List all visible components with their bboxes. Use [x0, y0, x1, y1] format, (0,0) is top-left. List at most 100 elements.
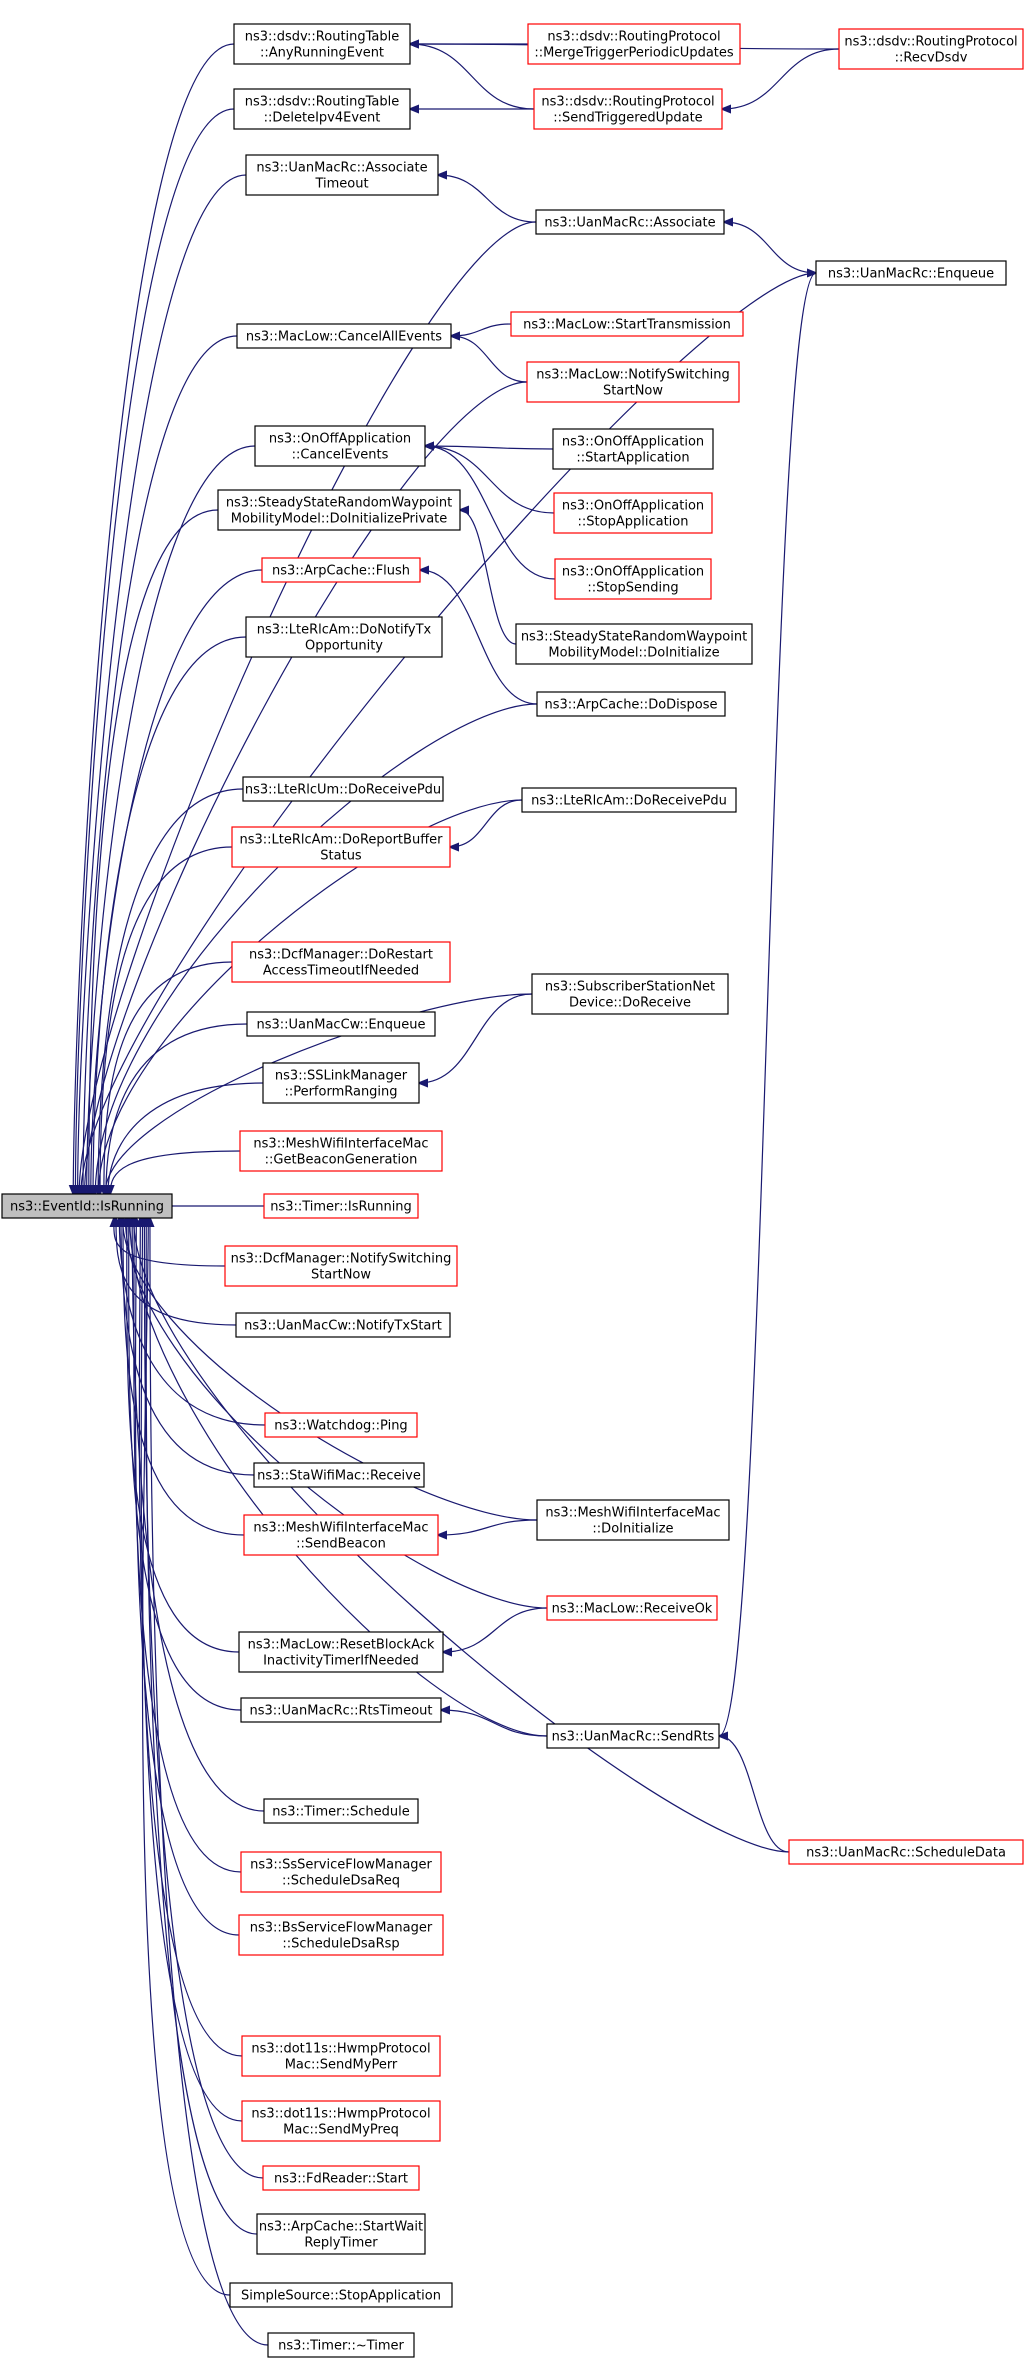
node-bsf-dsarsp[interactable]: ns3::BsServiceFlowManager::ScheduleDsaRs… — [238, 1914, 444, 1956]
node-label: ::GetBeaconGeneration — [265, 1153, 418, 1168]
node-box — [521, 787, 737, 813]
node-mesh-sendbeacon[interactable]: ns3::MeshWifiInterfaceMac::SendBeacon — [243, 1514, 439, 1556]
node-rc-assoc[interactable]: ns3::UanMacRc::Associate — [535, 209, 725, 235]
node-ss-init[interactable]: ns3::SteadyStateRandomWaypointMobilityMo… — [515, 623, 753, 665]
node-box — [231, 941, 451, 983]
node-dcf-restart[interactable]: ns3::DcfManager::DoRestartAccessTimeoutI… — [231, 941, 451, 983]
node-simple-stop[interactable]: SimpleSource::StopApplication — [229, 2282, 453, 2308]
node-box — [510, 311, 744, 337]
node-sta-recv[interactable]: ns3::StaWifiMac::Receive — [253, 1462, 425, 1488]
node-label: ns3::dot11s::HwmpProtocol — [251, 2107, 430, 2122]
node-label: ns3::ArpCache::DoDispose — [544, 698, 717, 713]
node-oo-stopsend[interactable]: ns3::OnOffApplication::StopSending — [554, 558, 712, 600]
node-arp-dispose[interactable]: ns3::ArpCache::DoDispose — [536, 691, 726, 717]
node-label: ns3::dsdv::RoutingTable — [245, 95, 400, 110]
node-rc-enqueue[interactable]: ns3::UanMacRc::Enqueue — [815, 260, 1007, 286]
node-box — [788, 1839, 1024, 1865]
edge-am_report-to-root — [100, 846, 233, 1194]
node-label: ::ScheduleDsaRsp — [282, 1937, 399, 1952]
node-um-recv[interactable]: ns3::LteRlcUm::DoReceivePdu — [242, 776, 444, 802]
node-ml-recvok[interactable]: ns3::MacLow::ReceiveOk — [546, 1595, 718, 1621]
node-mesh-beacongen[interactable]: ns3::MeshWifiInterfaceMac::GetBeaconGene… — [239, 1130, 443, 1172]
node-label: ::SendTriggeredUpdate — [553, 111, 702, 126]
edge-ml_reset-to-root — [127, 1218, 240, 1653]
node-ssf-dsareq[interactable]: ns3::SsServiceFlowManager::ScheduleDsaRe… — [240, 1851, 442, 1893]
node-arp-flush[interactable]: ns3::ArpCache::Flush — [261, 557, 421, 583]
node-rt-del[interactable]: ns3::dsdv::RoutingTable::DeleteIpv4Event — [233, 88, 411, 130]
node-ml-cancel[interactable]: ns3::MacLow::CancelAllEvents — [236, 323, 452, 349]
node-label: ns3::MacLow::StartTransmission — [523, 318, 731, 333]
node-cw-enqueue[interactable]: ns3::UanMacCw::Enqueue — [246, 1011, 436, 1037]
node-rc-sendrts[interactable]: ns3::UanMacRc::SendRts — [546, 1723, 720, 1749]
node-oo-stop[interactable]: ns3::OnOffApplication::StopApplication — [553, 492, 713, 534]
node-rp-merge[interactable]: ns3::dsdv::RoutingProtocol::MergeTrigger… — [527, 23, 741, 65]
node-label: ::MergeTriggerPeriodicUpdates — [534, 46, 734, 61]
node-box — [256, 2213, 426, 2255]
edge-timer_sched-to-root — [132, 1218, 265, 1812]
node-am-recv[interactable]: ns3::LteRlcAm::DoReceivePdu — [521, 787, 737, 813]
node-label: ns3::MacLow::CancelAllEvents — [246, 330, 442, 345]
node-rc-scheddata[interactable]: ns3::UanMacRc::ScheduleData — [788, 1839, 1024, 1865]
node-label: ns3::FdReader::Start — [274, 2172, 408, 2187]
edge-rt_any-to-root — [73, 43, 235, 1194]
node-rt-any[interactable]: ns3::dsdv::RoutingTable::AnyRunningEvent — [233, 23, 411, 65]
node-box — [554, 558, 712, 600]
node-rp-send[interactable]: ns3::dsdv::RoutingProtocol::SendTriggere… — [533, 88, 723, 130]
node-oo-start[interactable]: ns3::OnOffApplication::StartApplication — [552, 428, 714, 470]
edge-cw_enqueue-to-root — [106, 1023, 248, 1194]
node-ssnd-recv[interactable]: ns3::SubscriberStationNetDevice::DoRecei… — [531, 973, 729, 1015]
edge-fd_start-to-root — [144, 1218, 264, 2179]
node-box — [261, 557, 421, 583]
node-cw-notify[interactable]: ns3::UanMacCw::NotifyTxStart — [235, 1312, 451, 1338]
node-box — [838, 28, 1024, 70]
node-label: ::StopSending — [587, 581, 678, 596]
node-wd-ping[interactable]: ns3::Watchdog::Ping — [264, 1412, 418, 1438]
node-box — [243, 1514, 439, 1556]
node-rp-recv[interactable]: ns3::dsdv::RoutingProtocol::RecvDsdv — [838, 28, 1024, 70]
edge-rc_assoc_to-to-root — [78, 174, 247, 1194]
node-box — [245, 616, 443, 658]
node-timer-sched[interactable]: ns3::Timer::Schedule — [263, 1798, 419, 1824]
edge-oo_stop-to-oo_cancel — [425, 446, 555, 514]
node-label: ns3::MacLow::ResetBlockAck — [248, 1638, 435, 1653]
edge-ml_recvok-to-ml_reset — [443, 1607, 548, 1652]
node-timer-dtor[interactable]: ns3::Timer::~Timer — [267, 2332, 415, 2358]
node-label: ns3::dsdv::RoutingProtocol — [844, 35, 1017, 50]
node-ss-priv[interactable]: ns3::SteadyStateRandomWaypointMobilityMo… — [217, 489, 461, 531]
node-fd-start[interactable]: ns3::FdReader::Start — [262, 2165, 420, 2191]
edge-simple_stop-to-root — [141, 1218, 231, 2296]
node-label: Mac::SendMyPreq — [283, 2123, 399, 2138]
node-ssl-ranging[interactable]: ns3::SSLinkManager::PerformRanging — [262, 1062, 420, 1104]
edge-rc_scheddata-to-rc_sendrts — [719, 1736, 790, 1853]
node-label: StartNow — [603, 384, 663, 399]
edge-mesh_init-to-mesh_sendbeacon — [438, 1519, 538, 1535]
node-label: StartNow — [311, 1268, 371, 1283]
edge-rc_enqueue-to-rc_assoc — [724, 222, 817, 274]
node-label: ns3::SteadyStateRandomWaypoint — [226, 496, 452, 511]
node-label: ns3::LteRlcUm::DoReceivePdu — [245, 783, 441, 798]
node-label: ns3::SteadyStateRandomWaypoint — [521, 630, 747, 645]
node-ml-starttx[interactable]: ns3::MacLow::StartTransmission — [510, 311, 744, 337]
node-ml-reset[interactable]: ns3::MacLow::ResetBlockAckInactivityTime… — [238, 1631, 444, 1673]
node-root: ns3::EventId::IsRunning — [1, 1193, 173, 1219]
node-rc-rtstimeout[interactable]: ns3::UanMacRc::RtsTimeout — [240, 1697, 442, 1723]
edge-hwmp_preq-to-root — [141, 1218, 243, 2122]
edge-ss_priv-to-root — [89, 509, 219, 1194]
edge-um_recv-to-root — [98, 788, 244, 1194]
node-label: ns3::MacLow::NotifySwitching — [536, 368, 730, 383]
node-mesh-init[interactable]: ns3::MeshWifiInterfaceMac::DoInitialize — [536, 1499, 730, 1541]
node-oo-cancel[interactable]: ns3::OnOffApplication::CancelEvents — [254, 425, 426, 467]
node-box — [233, 23, 411, 65]
node-box — [239, 1130, 443, 1172]
edge-ml_cancel-to-root — [83, 335, 238, 1194]
node-timer-isrun[interactable]: ns3::Timer::IsRunning — [263, 1193, 419, 1219]
node-label: ::SendBeacon — [296, 1537, 386, 1552]
